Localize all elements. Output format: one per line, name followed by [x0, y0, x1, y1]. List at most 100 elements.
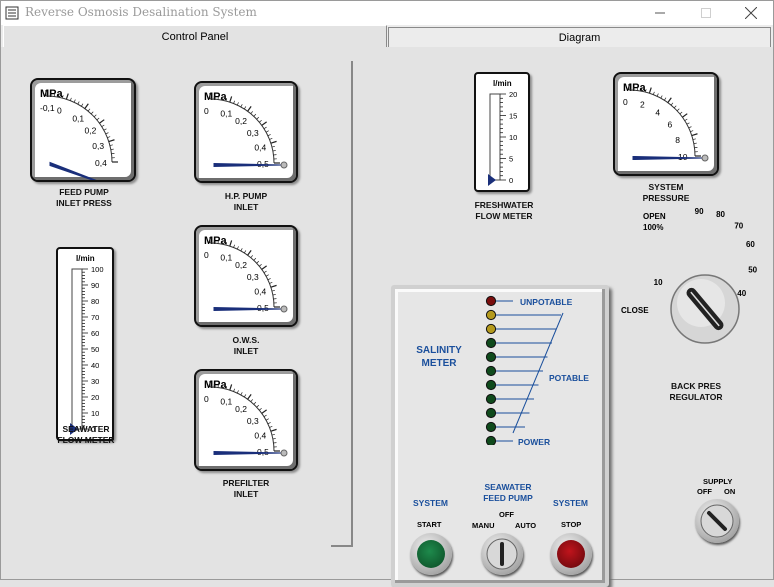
stop-label: STOP [561, 520, 581, 529]
system-unit-label: MPa [623, 82, 647, 94]
prefilter-tick-label: 0,2 [235, 404, 247, 414]
freshwater-flow-tick-label: 15 [509, 112, 517, 121]
regulator-mark-label: 40 [737, 289, 746, 298]
seawater-pump-selector[interactable] [481, 533, 523, 575]
system-needle [633, 157, 705, 160]
prefilter-needle [214, 452, 284, 455]
supply-label: SUPPLY [703, 477, 732, 486]
freshwater-flow-label: FRESHWATER FLOW METER [449, 200, 559, 222]
seawater-flow-tick-label: 20 [91, 393, 99, 402]
prefilter-tick-label: 0 [204, 394, 209, 404]
feed_pump-tick-label: 0,4 [95, 158, 107, 168]
seawater-flow-tick-label: 80 [91, 297, 99, 306]
supply-on-label: ON [724, 487, 735, 496]
pump-selector-knob-icon [481, 533, 523, 575]
salinity-led [486, 366, 495, 375]
salinity-led [486, 352, 495, 361]
ows-unit-label: MPa [204, 235, 228, 247]
minimize-button[interactable] [637, 1, 683, 25]
supply-off-label: OFF [697, 487, 712, 496]
salinity-led [486, 436, 495, 445]
seawater-flow-tick-label: 100 [91, 265, 104, 274]
system-tick-label: 6 [667, 120, 672, 130]
salinity-led [486, 422, 495, 431]
close-button[interactable] [728, 1, 774, 25]
hp_pump-needle [214, 164, 284, 167]
ows-label: O.W.S. INLET [191, 335, 301, 357]
pump-manu-label: MANU [472, 521, 495, 530]
prefilter-unit-label: MPa [204, 379, 228, 391]
salinity-meter-panel: SALINITY METER UNPOTABLE POTABLE POWER S… [391, 285, 609, 587]
supply-knob-icon [695, 499, 739, 543]
tab-control-panel[interactable]: Control Panel [3, 25, 387, 47]
maximize-button[interactable] [683, 1, 729, 25]
seawater-flow-tick-label: 60 [91, 329, 99, 338]
freshwater-flow-tick-label: 0 [509, 176, 513, 185]
hp_pump-tick-label: 0,1 [220, 109, 232, 119]
salinity-led [486, 380, 495, 389]
feed_pump-unit-label: MPa [40, 88, 64, 100]
feed-pump-label: FEED PUMP INLET PRESS [29, 187, 139, 209]
seawater-flow-tick-label: 70 [91, 313, 99, 322]
feed_pump-tick-label: 0,1 [72, 114, 84, 124]
regulator-open-pct-label: 100% [643, 223, 663, 232]
ows-tick-label: 0 [204, 250, 209, 260]
tab-strip: Control Panel Diagram [1, 25, 773, 47]
window-title: Reverse Osmosis Desalination System [25, 5, 257, 19]
regulator-mark-label: 10 [654, 278, 663, 287]
feed_pump-needle [50, 163, 118, 181]
seawater-flow-tick-label: 50 [91, 345, 99, 354]
back-pressure-regulator[interactable]: 908070605040302010OPEN100%CLOSE [613, 199, 763, 379]
tab-diagram[interactable]: Diagram [388, 27, 771, 47]
freshwater-flow-unit-label: l/min [493, 79, 512, 88]
feed_pump-tick-label: -0,1 [40, 103, 55, 113]
salinity-scale [483, 295, 583, 445]
system-tick-label: 2 [640, 100, 645, 110]
feed_pump-tick-label: 0 [57, 106, 62, 116]
hp_pump-tick-label: 0 [204, 106, 209, 116]
prefilter-tick-label: 0,4 [254, 431, 266, 441]
seawater-flow-label: SEAWATER FLOW METER [31, 424, 141, 446]
feed_pump-tick-label: 0,2 [84, 126, 96, 136]
regulator-mark-label: 60 [746, 240, 755, 249]
seawater-flow-tick-label: 30 [91, 377, 99, 386]
salinity-led [486, 408, 495, 417]
seawater-flow-tick-label: 40 [91, 361, 99, 370]
regulator-mark-label: 90 [695, 207, 704, 216]
salinity-led [486, 394, 495, 403]
system-start-button[interactable] [410, 533, 452, 575]
title-bar: Reverse Osmosis Desalination System [1, 1, 773, 25]
system-stop-button[interactable] [550, 533, 592, 575]
freshwater-flow-tick-label: 5 [509, 155, 513, 164]
app-icon [5, 6, 19, 20]
regulator-open-label: OPEN [643, 212, 666, 221]
salinity-led [486, 310, 495, 319]
hp_pump-unit-label: MPa [204, 91, 228, 103]
freshwater-flow-tick-label: 20 [509, 90, 517, 99]
pump-auto-label: AUTO [515, 521, 536, 530]
pump-off-label: OFF [499, 510, 514, 519]
regulator-mark-label: 70 [734, 222, 743, 231]
regulator-label: BACK PRES REGULATOR [641, 381, 751, 403]
supply-switch[interactable] [695, 499, 739, 543]
hp_pump-tick-label: 0,2 [235, 116, 247, 126]
system-stop-heading: SYSTEM [553, 498, 588, 508]
system-tick-label: 0 [623, 97, 628, 107]
panel-divider [331, 61, 353, 547]
regulator-mark-label: 80 [716, 210, 725, 219]
prefilter-label: PREFILTER INLET [191, 478, 301, 500]
